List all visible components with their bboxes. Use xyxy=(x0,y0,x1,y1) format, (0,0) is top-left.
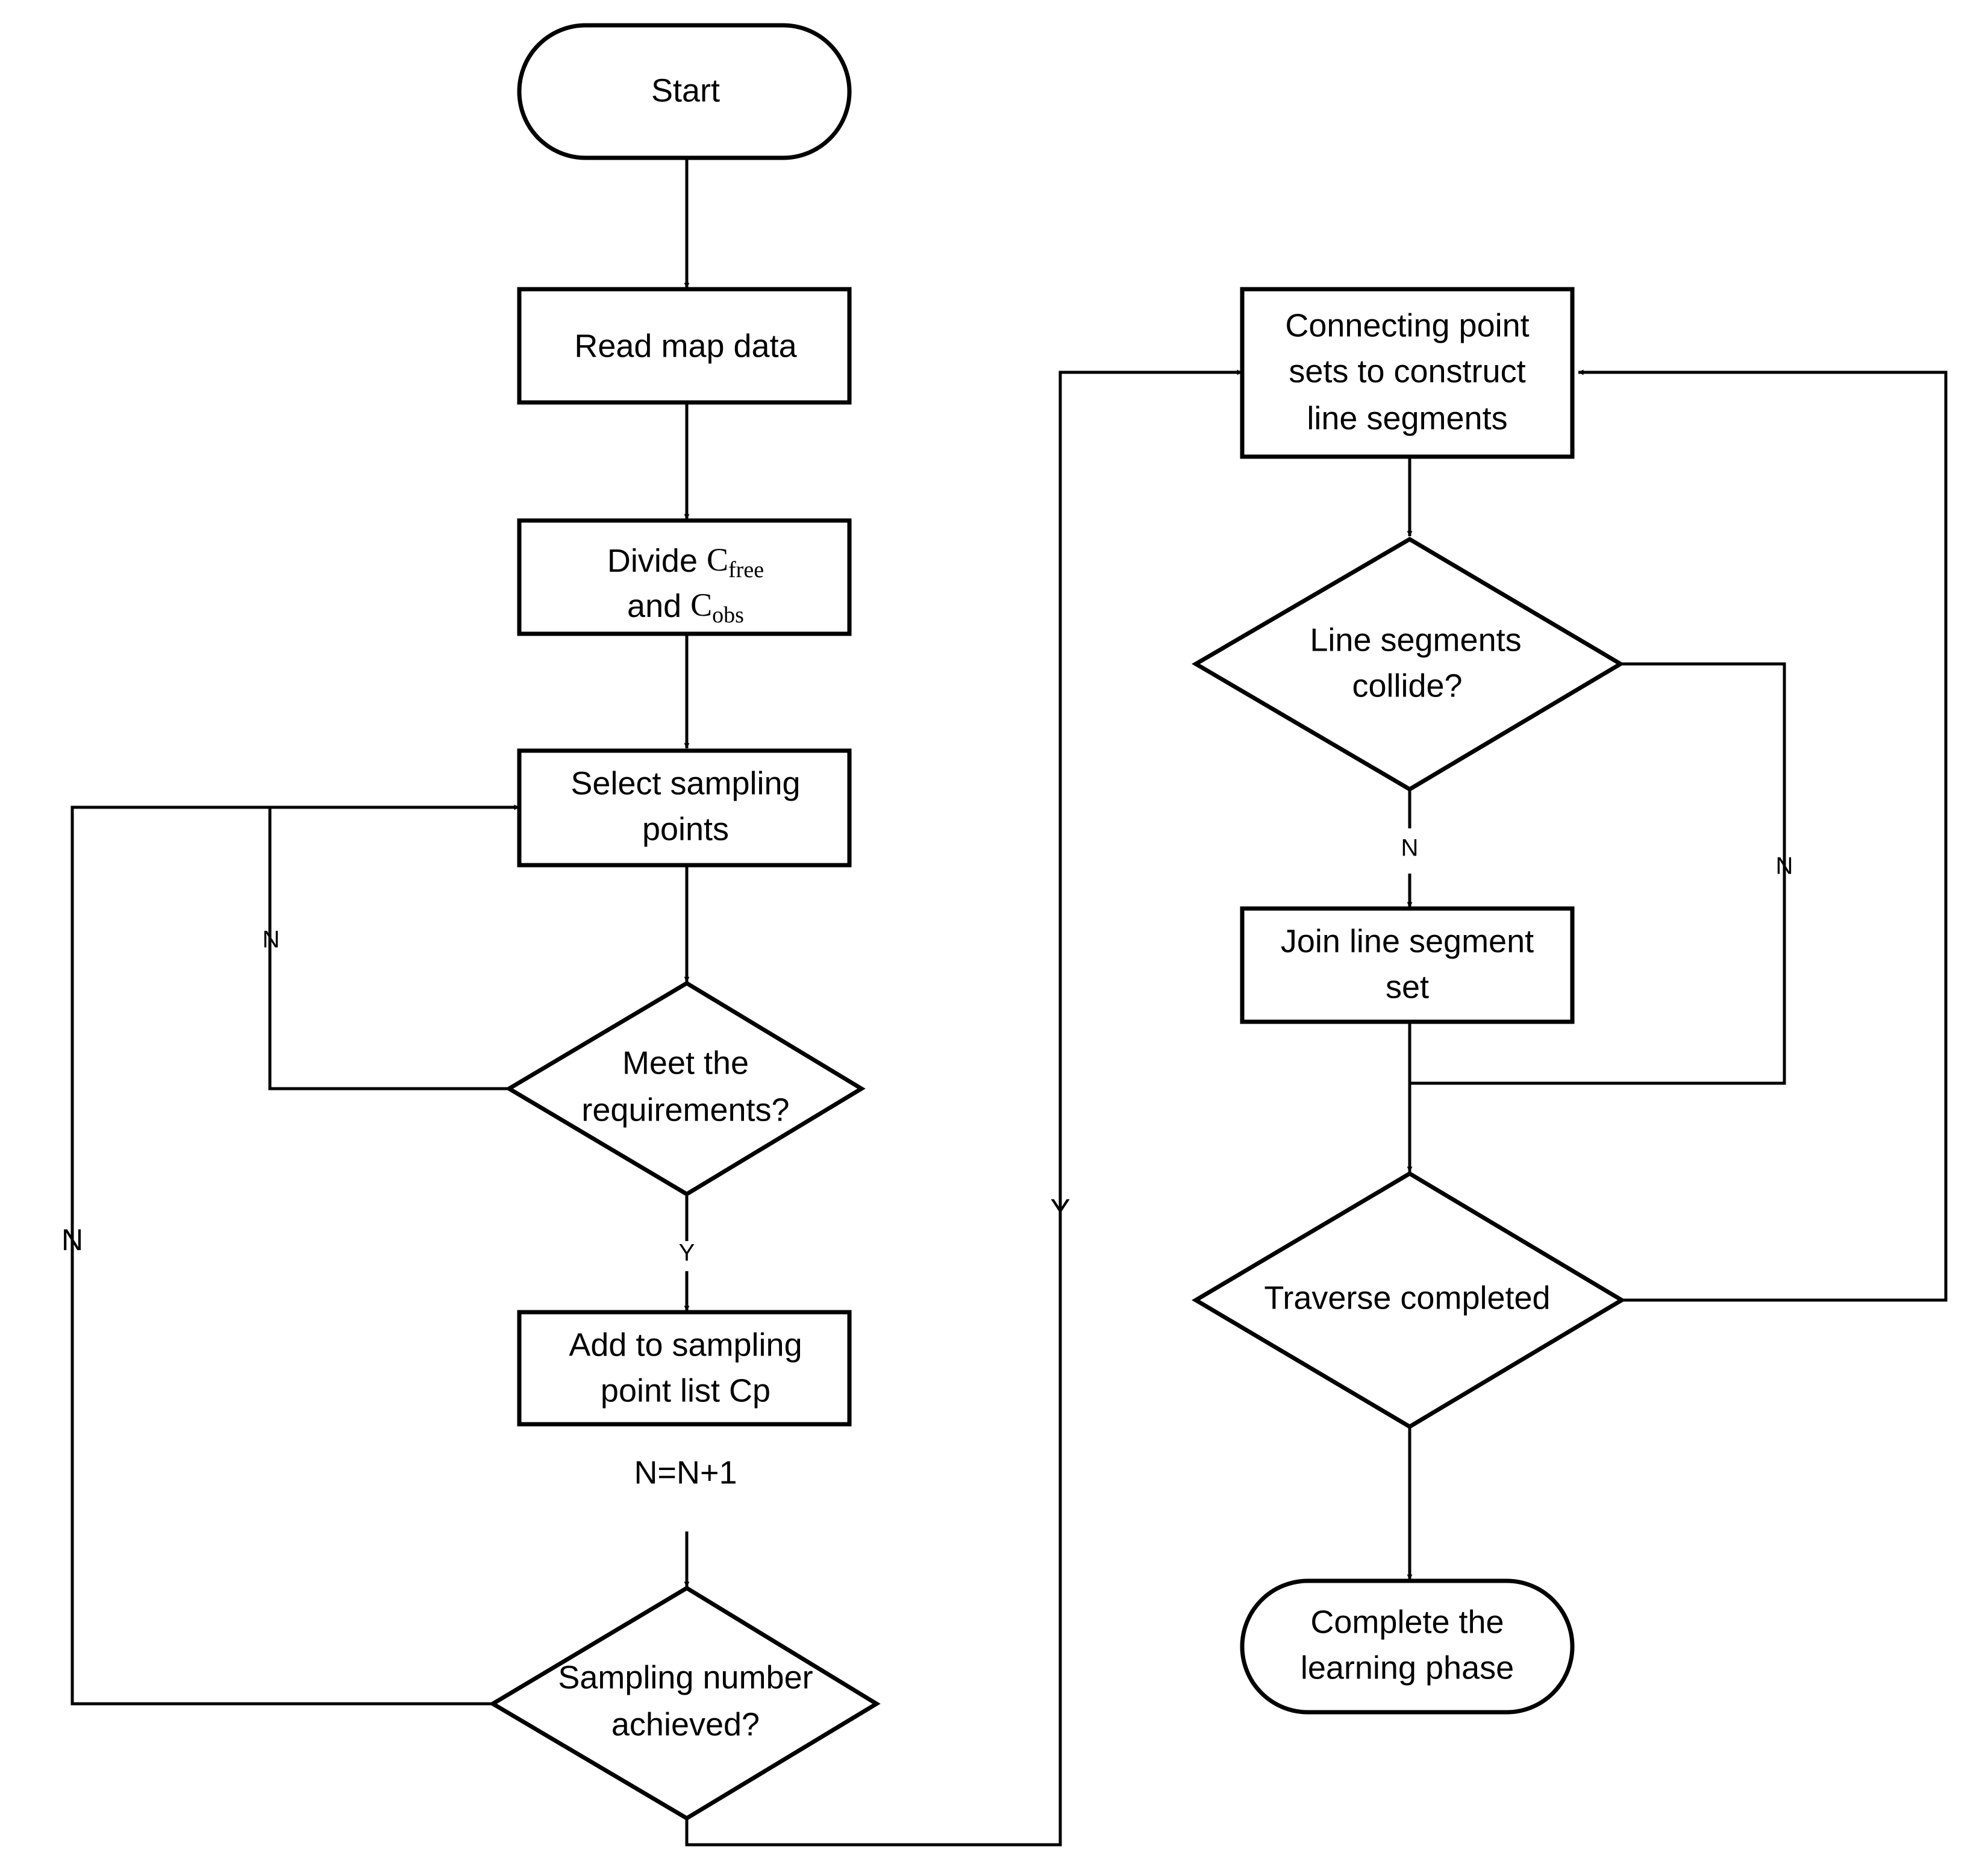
sampling-yes-label: Y xyxy=(1050,1193,1070,1227)
complete-terminal: Complete the learning phase xyxy=(1240,1578,1575,1715)
collide-decision: Line segments collide? xyxy=(1192,536,1625,792)
sampling-number-decision: Sampling number achieved? xyxy=(489,1585,881,1821)
meet-req-line2: requirements? xyxy=(581,1092,789,1128)
read-map-label: Read map data xyxy=(574,328,797,364)
divide-process: Divide Cfree and Cobs xyxy=(517,518,852,636)
add-to-list-process: Add to sampling point list Cp xyxy=(517,1310,852,1427)
sampling-number-line2: achieved? xyxy=(611,1706,760,1742)
meet-req-yes-label: Y xyxy=(679,1240,695,1266)
connect-line1: Connecting point xyxy=(1285,307,1529,343)
select-sampling-line2: points xyxy=(642,811,729,847)
meet-requirements-decision: Meet the requirements? xyxy=(505,980,866,1197)
complete-line1: Complete the xyxy=(1310,1604,1504,1640)
counter-label: N=N+1 xyxy=(634,1454,737,1490)
complete-line2: learning phase xyxy=(1301,1650,1514,1686)
start-label: Start xyxy=(651,72,720,108)
edge-collide-no-right xyxy=(1410,662,1786,1085)
connect-line3: line segments xyxy=(1307,400,1507,436)
connectors xyxy=(70,159,1948,1847)
traverse-label: Traverse completed xyxy=(1264,1280,1550,1316)
select-sampling-process: Select sampling points xyxy=(517,748,852,868)
collide-no-right-label: N xyxy=(1776,853,1793,880)
join-set-process: Join line segment set xyxy=(1240,906,1575,1024)
connect-line2: sets to construct xyxy=(1289,353,1525,389)
start-terminal: Start xyxy=(517,23,852,160)
join-line2: set xyxy=(1386,969,1429,1005)
connecting-points-process: Connecting point sets to construct line … xyxy=(1240,287,1575,459)
divide-label-line2: and Cobs xyxy=(627,587,744,627)
collide-no-down-label: N xyxy=(1401,835,1419,862)
sampling-number-line1: Sampling number xyxy=(558,1659,813,1695)
edge-sampling-yes-to-connect xyxy=(685,369,1243,1847)
edge-traverse-loop xyxy=(1578,369,1948,1302)
add-list-line2: point list Cp xyxy=(601,1372,771,1409)
meet-req-no-label: N xyxy=(263,927,280,953)
read-map-process: Read map data xyxy=(517,287,852,405)
collide-line1: Line segments xyxy=(1310,622,1521,658)
sampling-no-label: N xyxy=(61,1223,83,1257)
meet-req-line1: Meet the xyxy=(622,1045,749,1081)
edge-sampling-no-loop xyxy=(70,804,520,1706)
select-sampling-line1: Select sampling xyxy=(570,765,800,801)
traverse-decision: Traverse completed xyxy=(1192,1171,1626,1430)
add-list-line1: Add to sampling xyxy=(569,1327,802,1363)
divide-label-line1: Divide Cfree xyxy=(607,542,764,582)
join-line1: Join line segment xyxy=(1281,923,1534,959)
edge-meet-no-loop xyxy=(268,807,509,1090)
collide-line2: collide? xyxy=(1352,668,1462,704)
